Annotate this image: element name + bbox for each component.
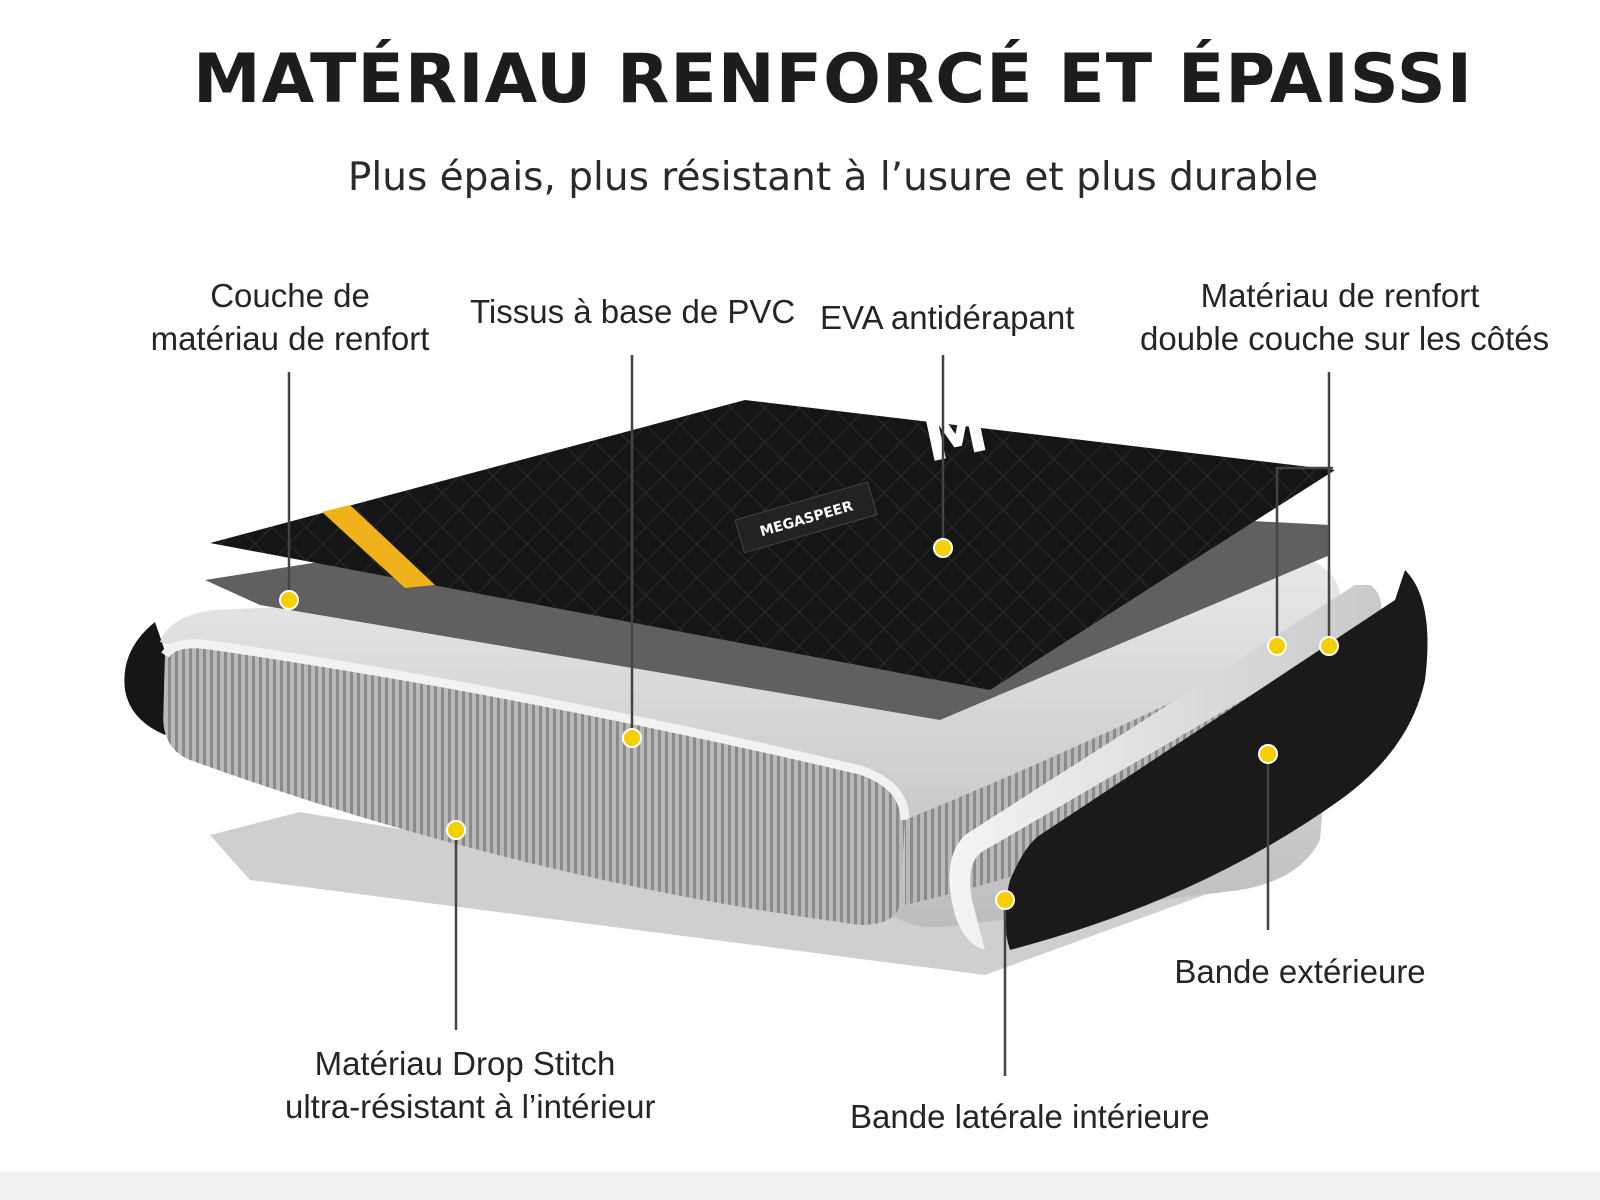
label-line: EVA antidérapant <box>820 299 1075 336</box>
inner-side-strip <box>949 585 1382 950</box>
dot-pvc-fabric <box>622 728 642 748</box>
label-line: Bande extérieure <box>1174 953 1426 990</box>
label-outer-band: Bande extérieure <box>1170 950 1430 993</box>
dot-drop-stitch <box>446 820 466 840</box>
page-title: MATÉRIAU RENFORCÉ ET ÉPAISSI <box>193 40 1473 119</box>
leader-double-side-b <box>1275 466 1333 646</box>
page-subtitle: Plus épais, plus résistant à l’usure et … <box>347 155 1319 200</box>
dot-reinforcement-layer <box>279 590 299 610</box>
label-eva-antislip: EVA antidérapant <box>820 296 1075 339</box>
dot-inner-side-band <box>995 890 1015 910</box>
label-line: double couche sur les côtés <box>1140 320 1550 357</box>
label-line: Bande latérale intérieure <box>850 1098 1210 1135</box>
brand-logo-mark: M <box>917 392 995 478</box>
label-double-side-reinforcement: Matériau de renfort double couche sur le… <box>1140 274 1550 360</box>
dot-outer-band <box>1258 744 1278 764</box>
label-line: Matériau de renfort <box>1200 277 1480 314</box>
right-outer-band <box>1005 570 1428 950</box>
leader-lines <box>287 355 1333 1076</box>
label-reinforcement-layer: Couche de matériau de renfort <box>130 274 450 360</box>
footer-band <box>0 1172 1600 1200</box>
dot-double-side-a <box>1267 636 1287 656</box>
drop-stitch-top-edge <box>161 639 910 821</box>
drop-stitch-core <box>163 643 905 925</box>
label-line: ultra-résistant à l’intérieur <box>285 1088 656 1125</box>
label-line: matériau de renfort <box>150 320 430 357</box>
yellow-accent-stripe <box>322 505 435 588</box>
dot-double-side-b <box>1319 636 1339 656</box>
dot-eva-antislip <box>933 538 953 558</box>
label-line: Tissus à base de PVC <box>470 293 796 330</box>
label-line: Couche de <box>210 277 370 314</box>
label-pvc-fabric: Tissus à base de PVC <box>470 290 795 333</box>
label-drop-stitch: Matériau Drop Stitch ultra-résistant à l… <box>285 1042 656 1128</box>
label-inner-side-band: Bande latérale intérieure <box>850 1095 1210 1138</box>
callout-dots <box>279 538 1339 910</box>
label-line: Matériau Drop Stitch <box>314 1045 616 1082</box>
